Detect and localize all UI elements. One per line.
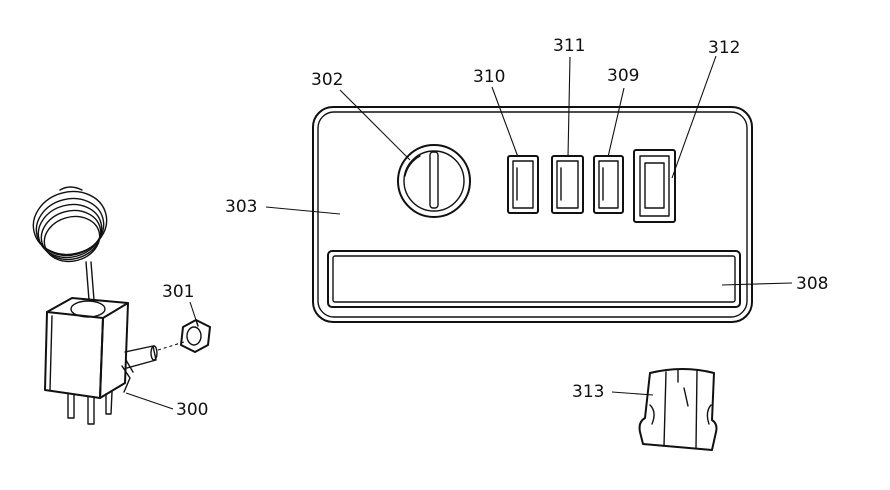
- label-309: 309: [607, 66, 640, 86]
- switch-311: [551, 155, 584, 214]
- label-301: 301: [162, 282, 195, 302]
- label-302: 302: [311, 70, 344, 90]
- rocker-switch: [633, 149, 676, 223]
- control-panel: [312, 106, 753, 323]
- label-308: 308: [796, 274, 829, 294]
- nut: [180, 319, 211, 353]
- switch-310: [507, 155, 539, 214]
- switch-309: [593, 155, 624, 214]
- label-313: 313: [572, 382, 605, 402]
- label-303: 303: [225, 197, 258, 217]
- nameplate: [327, 250, 741, 308]
- bracket: [638, 368, 718, 451]
- label-312: 312: [708, 38, 741, 58]
- thermostat-knob: [397, 144, 471, 218]
- label-300: 300: [176, 400, 209, 420]
- label-311: 311: [553, 36, 586, 56]
- thermostat-assembly: [32, 186, 185, 425]
- label-310: 310: [473, 67, 506, 87]
- leader-lines: [125, 55, 793, 410]
